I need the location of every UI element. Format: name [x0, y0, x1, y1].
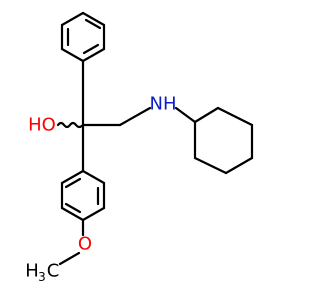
backbone-bonds — [81, 59, 197, 173]
chemical-structure-diagram: HO NH O H 3 C — [25, 11, 254, 285]
methyl-h-label: H — [25, 261, 39, 282]
hydroxyl-label: HO — [28, 115, 56, 136]
methyl-subscript-label: 3 — [38, 270, 46, 284]
methyl-label: H 3 C — [25, 261, 59, 285]
amine-label: NH — [150, 94, 177, 115]
wavy-bond-hydroxyl — [56, 121, 85, 129]
methoxy-bonds — [58, 218, 85, 266]
phenyl-ring-bottom — [60, 169, 106, 222]
cyclohexyl-ring — [193, 106, 254, 175]
ether-oxygen-label: O — [78, 234, 92, 255]
phenyl-ring-top — [60, 11, 106, 63]
methyl-c-label: C — [47, 261, 60, 282]
